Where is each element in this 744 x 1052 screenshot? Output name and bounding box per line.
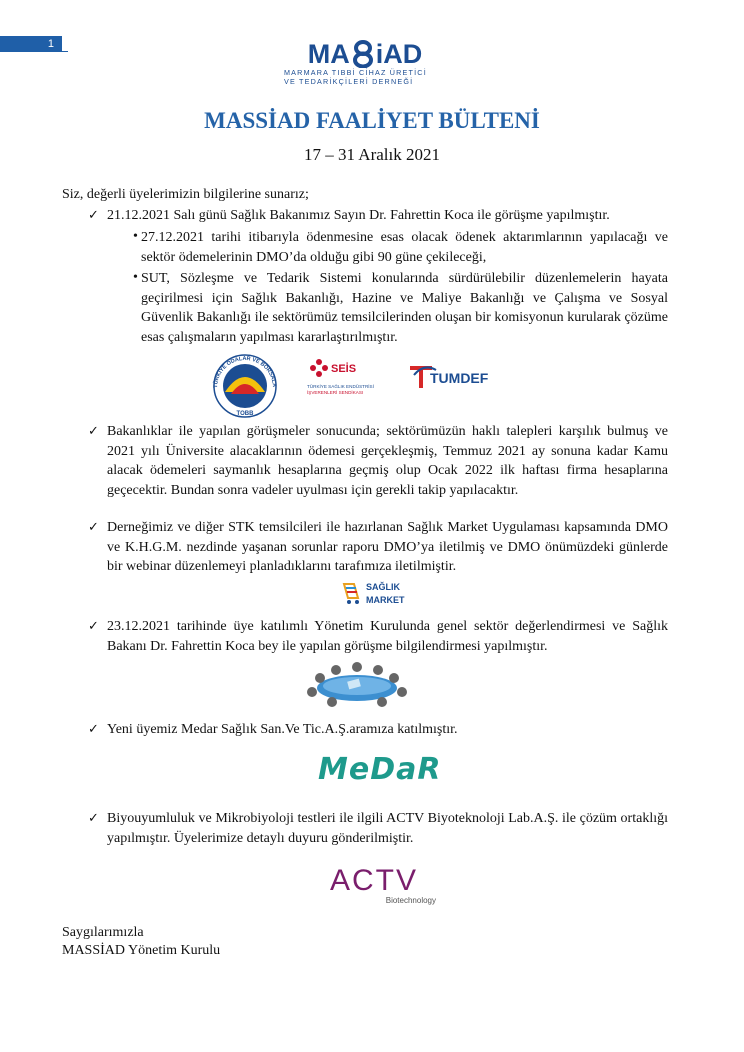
bulletin-title: MASSİAD FAALİYET BÜLTENİ xyxy=(204,108,540,133)
saglik-market-logo: SAĞLIK MARKET xyxy=(342,581,405,605)
page-number-line xyxy=(62,51,68,52)
actv-subtitle: Biotechnology xyxy=(385,896,436,905)
check-icon: ✓ xyxy=(88,520,99,535)
logo-subtitle-1: MARMARA TIBBİ CİHAZ ÜRETİCİ xyxy=(284,68,427,77)
saglik-market-1: SAĞLIK xyxy=(366,581,401,592)
actv-logo: ACTV Biotechnology xyxy=(330,864,440,906)
actv-name: ACTV xyxy=(330,864,419,897)
seis-sub1: TÜRKİYE SAĞLIK ENDÜSTRİSİ xyxy=(307,383,374,389)
intro-text: Siz, değerli üyelerimizin bilgilerine su… xyxy=(62,187,309,202)
check-icon: ✓ xyxy=(88,208,99,223)
item-5-text: Yeni üyemiz Medar Sağlık San.Ve Tic.A.Ş.… xyxy=(107,722,458,737)
bullet-icon: • xyxy=(133,229,138,244)
item-3-text: Derneğimiz ve diğer STK temsilcileri ile… xyxy=(107,520,668,574)
closing-signature: MASSİAD Yönetim Kurulu xyxy=(62,943,221,958)
tumdef-logo: TUMDEF xyxy=(410,366,489,388)
seis-sub2: İŞVERENLERİ SENDİKASI xyxy=(307,389,363,395)
seis-logo: SEİS TÜRKİYE SAĞLIK ENDÜSTRİSİ İŞVERENLE… xyxy=(307,359,374,395)
massiad-logo: MA iAD MARMARA TIBBİ CİHAZ ÜRETİCİ VE TE… xyxy=(284,40,446,86)
bulletin-date: 17 – 31 Aralık 2021 xyxy=(304,145,440,164)
closing-greeting: Saygılarımızla xyxy=(62,925,144,940)
item-4-text: 23.12.2021 tarihinde üye katılımlı Yönet… xyxy=(107,619,668,654)
meeting-illustration xyxy=(307,662,407,707)
check-icon: ✓ xyxy=(88,811,99,826)
item-1-text: 21.12.2021 Salı günü Sağlık Bakanımız Sa… xyxy=(107,208,610,223)
logo-part2: iAD xyxy=(375,39,423,69)
logo-subtitle-2: VE TEDARİKÇİLERİ DERNEĞİ xyxy=(284,77,414,86)
check-icon: ✓ xyxy=(88,722,99,737)
page-number: 1 xyxy=(0,36,62,52)
tobb-logo: TÜRKİYE ODALAR VE BORSALAR BİRLİĞİ TOBB xyxy=(205,348,277,418)
item-6-text: Biyouyumluluk ve Mikrobiyoloji testleri … xyxy=(107,811,668,846)
tobb-short: TOBB xyxy=(237,411,255,417)
seis-name: SEİS xyxy=(331,362,356,375)
sub-item-2-text: SUT, Sözleşme ve Tedarik Sistemi konular… xyxy=(141,271,668,345)
logo-knot-icon xyxy=(352,40,373,68)
medar-logo: MeDaR xyxy=(318,752,442,787)
check-icon: ✓ xyxy=(88,424,99,439)
logo-part1: MA xyxy=(307,39,350,69)
bullet-icon: • xyxy=(133,270,138,285)
tumdef-name: TUMDEF xyxy=(430,370,489,386)
check-icon: ✓ xyxy=(88,619,99,634)
sub-item-1-text: 27.12.2021 tarihi itibarıyla ödenmesine … xyxy=(141,230,668,265)
item-2-text: Bakanlıklar ile yapılan görüşmeler sonuc… xyxy=(107,424,668,498)
saglik-market-2: MARKET xyxy=(366,595,405,605)
